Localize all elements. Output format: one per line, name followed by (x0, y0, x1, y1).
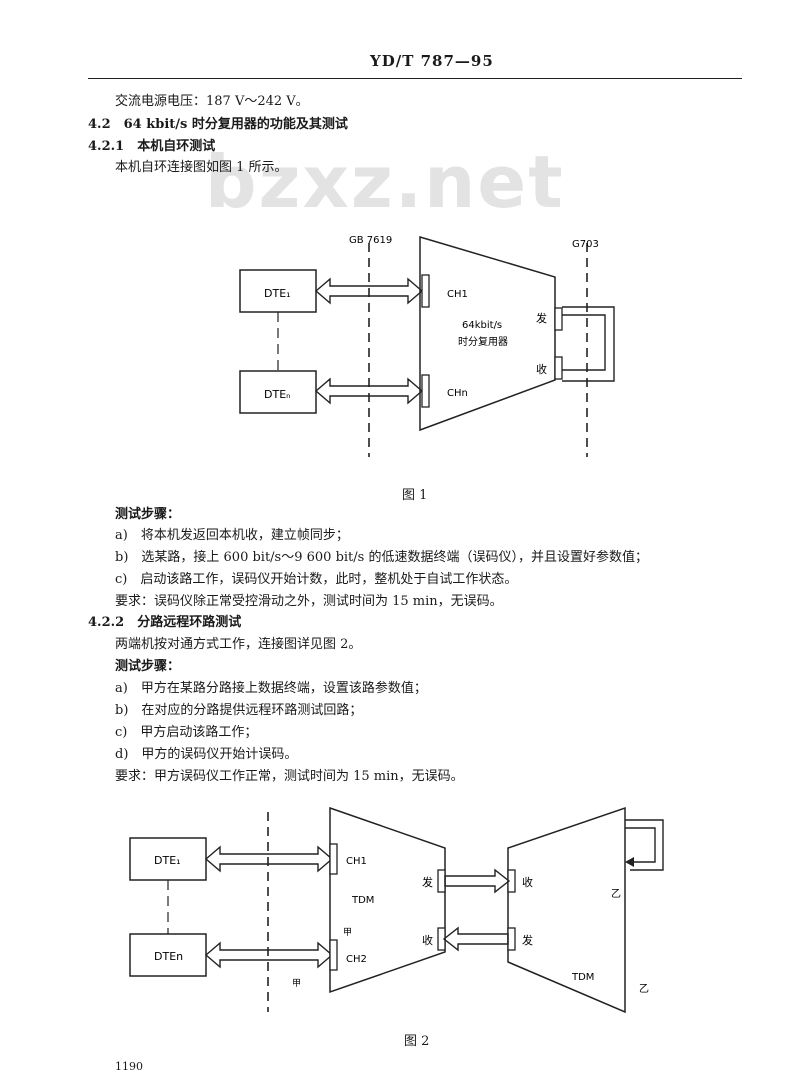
watermark: bzxz.net (205, 140, 565, 224)
fig2-ch1-port (329, 843, 338, 875)
remote-loop-arrowhead (625, 857, 634, 867)
left-send-label: 发 (422, 875, 433, 889)
loop-outer (562, 306, 615, 382)
page-number: 1190 (115, 1060, 143, 1073)
fig2-dte1-label: DTE₁ (154, 854, 181, 867)
remote-loop-inner (625, 827, 656, 863)
chn-label: CHn (447, 388, 468, 399)
figure-1-diagram: GB 7619 G703 64kbit/s 时分复用器 DTE₁ DTEₙ CH… (239, 235, 615, 457)
figure-1-caption: 图 1 (402, 488, 428, 503)
section-4-2-2-heading: 4.2.2 分路远程环路测试 (88, 615, 242, 630)
ch1-label: CH1 (447, 289, 468, 300)
figure-2-caption: 图 2 (404, 1034, 430, 1049)
right-send-port (507, 927, 516, 951)
steps-1-c: c) 启动该路工作，误码仪开始计数，此时，整机处于自试工作状态。 (115, 572, 518, 587)
ch1-port (421, 274, 430, 308)
power-voltage-line: 交流电源电压：187 V～242 V。 (115, 94, 309, 109)
steps-2-c: c) 甲方启动该路工作； (115, 725, 258, 740)
steps-2-a: a) 甲方在某路分路接上数据终端，设置该路参数值； (115, 681, 427, 696)
tdm-left-label: TDM (351, 895, 374, 906)
steps-2-requirement: 要求：甲方误码仪工作正常，测试时间为 15 min，无误码。 (115, 769, 464, 784)
mux-trapezoid (419, 235, 556, 432)
send-label: 发 (536, 311, 547, 325)
g703-label: G703 (572, 239, 599, 250)
dten-box (239, 370, 317, 414)
dten-label: DTEₙ (264, 388, 291, 401)
tdm-right-label: TDM (571, 972, 594, 983)
jia-lower-label: 甲 (292, 978, 301, 989)
yi-upper-label: 乙 (611, 888, 621, 900)
send-to-receive-arrow (444, 868, 511, 894)
steps-2-b: b) 在对应的分路提供远程环路测试回路； (115, 703, 363, 718)
right-recv-label: 收 (522, 875, 533, 889)
remote-loop-outer (625, 819, 664, 871)
section-4-2-1-heading: 4.2.1 本机自环测试 (88, 139, 216, 154)
receive-from-send-arrow (442, 926, 509, 952)
fig2-ch2-double-arrow (204, 941, 334, 969)
tdm-right-trapezoid (507, 806, 626, 1014)
chn-port (421, 374, 430, 408)
section-4-2-heading: 4.2 64 kbit/s 时分复用器的功能及其测试 (88, 117, 348, 132)
fig2-ch1-double-arrow (204, 845, 334, 873)
mux-label-line1: 64kbit/s (462, 320, 502, 331)
remote-loop-intro: 两端机按对通方式工作，连接图详见图 2。 (115, 637, 362, 652)
recv-label: 收 (536, 362, 547, 376)
fig2-dten-label: DTEn (154, 950, 183, 963)
right-send-label: 发 (522, 933, 533, 947)
mux-label-line2: 时分复用器 (458, 335, 508, 348)
steps-1-a: a) 将本机发返回本机收，建立帧同步； (115, 528, 349, 543)
yi-lower-label: 乙 (639, 983, 649, 995)
header-rule (88, 78, 742, 79)
send-port (554, 307, 563, 331)
loop-inner (562, 314, 606, 371)
steps-2-title: 测试步骤： (115, 659, 181, 674)
standard-code: YD/T 787—95 (370, 52, 494, 70)
steps-1-b: b) 选某路，接上 600 bit/s～9 600 bit/s 的低速数据终端（… (115, 550, 648, 565)
steps-1-requirement: 要求：误码仪除正常受控滑动之外，测试时间为 15 min，无误码。 (115, 594, 503, 609)
figure-2-diagram: TDM TDM DTE₁ DTEn CH1 CH2 甲 甲 发 收 收 发 (129, 806, 664, 1014)
self-loop-intro: 本机自环连接图如图 1 所示。 (115, 160, 288, 175)
fig2-ch2-port (329, 939, 338, 971)
jia-upper-label: 甲 (343, 927, 352, 938)
steps-2-d: d) 甲方的误码仪开始计误码。 (115, 747, 298, 762)
left-recv-label: 收 (422, 933, 433, 947)
left-send-port (437, 869, 446, 893)
gb7619-label: GB 7619 (349, 235, 392, 246)
fig2-ch2-label: CH2 (346, 954, 367, 965)
tdm-left-trapezoid (329, 806, 446, 994)
steps-1-title: 测试步骤： (115, 507, 181, 522)
dte1-label: DTE₁ (264, 287, 291, 300)
recv-port (554, 356, 563, 380)
fig2-ch1-label: CH1 (346, 856, 367, 867)
